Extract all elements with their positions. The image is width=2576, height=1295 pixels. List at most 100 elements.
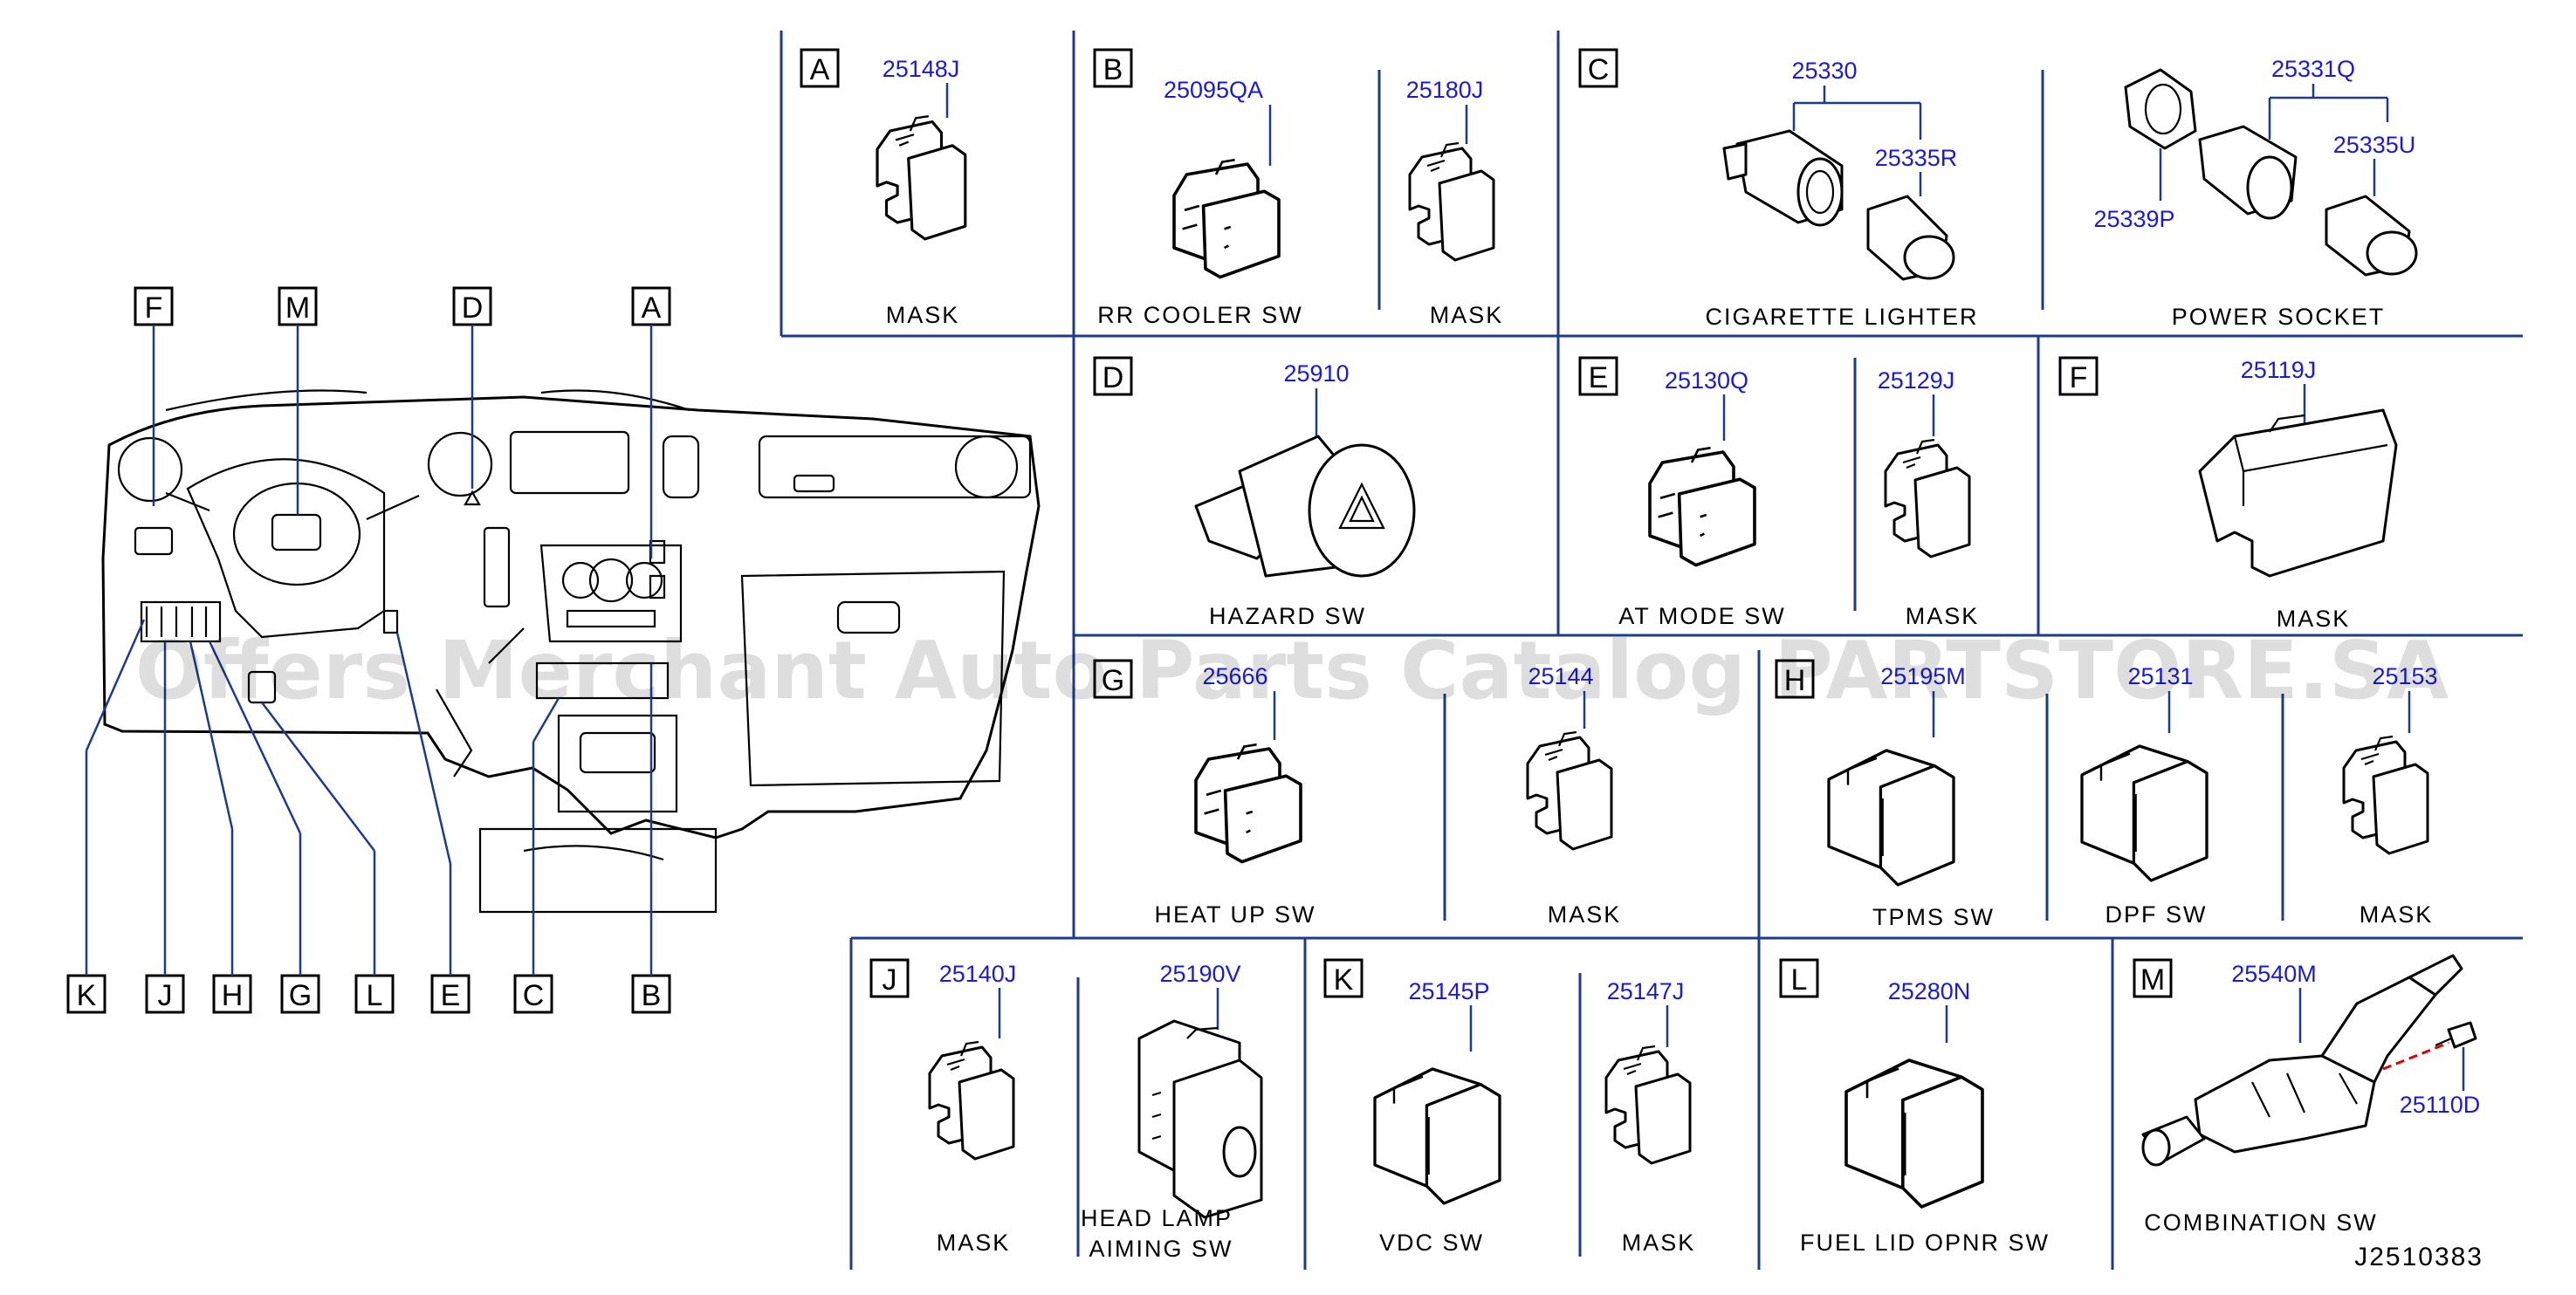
svg-text:K: K	[1334, 963, 1354, 997]
svg-text:K: K	[77, 979, 97, 1012]
cigarette-lighter-assembly: 25330 25335R CIGARETTE LIGHTER	[1705, 58, 1978, 330]
part-25180j: 25180J MASK	[1406, 77, 1504, 328]
section-label-h: H	[1775, 659, 1815, 699]
svg-text:25190V: 25190V	[1159, 961, 1240, 987]
section-label-l: L	[1779, 958, 1819, 998]
svg-text:MASK: MASK	[1906, 603, 1980, 629]
part-25110d: 25110D	[2382, 1021, 2481, 1118]
dashboard-illustration	[101, 389, 1041, 914]
svg-text:E: E	[441, 979, 461, 1012]
callout-m: M	[278, 286, 318, 515]
callout-j: J	[145, 641, 185, 1014]
part-25140j: 25140J MASK	[928, 961, 1017, 1256]
svg-text:DPF SW: DPF SW	[2105, 901, 2208, 928]
svg-text:25110D: 25110D	[2400, 1092, 2481, 1118]
svg-text:HEAD LAMP: HEAD LAMP	[1081, 1205, 1233, 1231]
part-25540m: 25540M COMBINATION SW	[2141, 954, 2463, 1236]
section-label-g: G	[1093, 659, 1133, 699]
svg-text:MASK: MASK	[1430, 302, 1504, 328]
part-25131: 25131 DPF SW	[2080, 663, 2208, 928]
svg-text:25147J: 25147J	[1607, 978, 1685, 1004]
svg-text:C: C	[523, 979, 545, 1012]
svg-text:B: B	[1103, 53, 1123, 86]
section-label-e: E	[1578, 356, 1618, 396]
svg-text:25335U: 25335U	[2333, 132, 2416, 158]
svg-text:MASK: MASK	[1622, 1230, 1696, 1256]
part-25130q: 25130Q AT MODE SW	[1618, 367, 1786, 629]
svg-text:25131: 25131	[2127, 663, 2193, 689]
svg-text:F: F	[145, 291, 163, 325]
part-25195m: 25195M TPMS SW	[1827, 663, 1995, 930]
callout-f: F	[134, 286, 174, 506]
svg-text:FUEL LID OPNR SW: FUEL LID OPNR SW	[1800, 1230, 2050, 1256]
callout-h: H	[189, 641, 252, 1014]
svg-text:25153: 25153	[2372, 663, 2437, 689]
svg-text:TPMS SW: TPMS SW	[1872, 904, 1995, 930]
svg-text:25910: 25910	[1283, 360, 1349, 387]
power-socket-assembly: 25331Q 25339P 25335U POWER SOCKET	[2093, 56, 2418, 330]
svg-text:H: H	[1784, 664, 1806, 697]
part-25147j: 25147J MASK	[1604, 978, 1696, 1256]
svg-text:25095QA: 25095QA	[1164, 77, 1263, 103]
svg-text:G: G	[289, 979, 312, 1012]
svg-text:25280N: 25280N	[1888, 978, 1971, 1004]
svg-text:25144: 25144	[1528, 663, 1593, 689]
svg-text:25148J: 25148J	[883, 56, 960, 82]
svg-text:25330: 25330	[1791, 58, 1857, 84]
section-label-c: C	[1578, 48, 1618, 88]
svg-text:M: M	[2140, 963, 2165, 997]
svg-text:F: F	[2070, 361, 2088, 394]
part-25145p: 25145P VDC SW	[1373, 978, 1501, 1256]
svg-text:MASK: MASK	[2360, 901, 2434, 928]
section-label-j: J	[869, 958, 910, 998]
svg-text:C: C	[1588, 53, 1610, 86]
svg-text:VDC SW: VDC SW	[1379, 1230, 1484, 1256]
svg-text:25540M: 25540M	[2231, 961, 2317, 987]
callout-d: D	[452, 286, 492, 506]
svg-text:25119J: 25119J	[2241, 357, 2317, 383]
section-label-d: D	[1093, 356, 1133, 396]
svg-text:L: L	[367, 979, 383, 1012]
svg-text:25129J: 25129J	[1878, 367, 1955, 394]
svg-text:B: B	[642, 979, 662, 1012]
svg-text:D: D	[462, 291, 484, 325]
section-label-m: M	[2133, 958, 2173, 998]
svg-text:AIMING SW: AIMING SW	[1089, 1236, 1233, 1262]
callout-c: C	[513, 697, 560, 1014]
part-25280n: 25280N FUEL LID OPNR SW	[1800, 978, 2050, 1256]
part-25144: 25144 MASK	[1526, 663, 1619, 928]
watermark: Offers Merchant Auto Parts Catalog PARTS…	[135, 624, 2449, 717]
svg-text:D: D	[1103, 361, 1124, 394]
svg-text:25140J: 25140J	[939, 961, 1017, 987]
svg-text:CIGARETTE LIGHTER: CIGARETTE LIGHTER	[1705, 304, 1978, 330]
svg-text:H: H	[222, 979, 244, 1012]
callout-e: E	[395, 632, 471, 1014]
part-25153: 25153 MASK	[2342, 663, 2438, 928]
svg-text:COMBINATION SW: COMBINATION SW	[2144, 1209, 2378, 1236]
svg-text:25666: 25666	[1202, 663, 1267, 689]
svg-text:M: M	[285, 291, 310, 325]
svg-text:25335R: 25335R	[1875, 145, 1958, 171]
part-25666: 25666 HEAT UP SW	[1154, 663, 1315, 928]
svg-text:RR COOLER SW: RR COOLER SW	[1097, 302, 1303, 328]
svg-text:HEAT UP SW: HEAT UP SW	[1154, 901, 1315, 928]
part-25148j: 25148J MASK	[876, 56, 967, 328]
svg-text:25180J: 25180J	[1406, 77, 1484, 103]
svg-text:MASK: MASK	[937, 1230, 1011, 1256]
svg-text:25145P: 25145P	[1408, 978, 1489, 1004]
part-25190v: 25190V HEAD LAMP AIMING SW	[1081, 961, 1263, 1262]
drawing-code: J2510383	[2354, 1243, 2483, 1271]
part-25910: 25910 HAZARD SW	[1194, 360, 1416, 629]
svg-text:HAZARD SW: HAZARD SW	[1209, 603, 1366, 629]
callout-b: B	[631, 663, 671, 1014]
svg-text:AT MODE SW: AT MODE SW	[1618, 603, 1786, 629]
svg-text:25130Q: 25130Q	[1665, 367, 1748, 394]
part-25129j: 25129J MASK	[1878, 367, 1980, 629]
section-label-b: B	[1093, 48, 1133, 88]
svg-text:25195M: 25195M	[1880, 663, 1966, 689]
svg-text:MASK: MASK	[886, 302, 960, 328]
section-label-f: F	[2058, 356, 2099, 396]
section-label-k: K	[1323, 958, 1364, 998]
svg-text:POWER SOCKET: POWER SOCKET	[2172, 304, 2386, 330]
